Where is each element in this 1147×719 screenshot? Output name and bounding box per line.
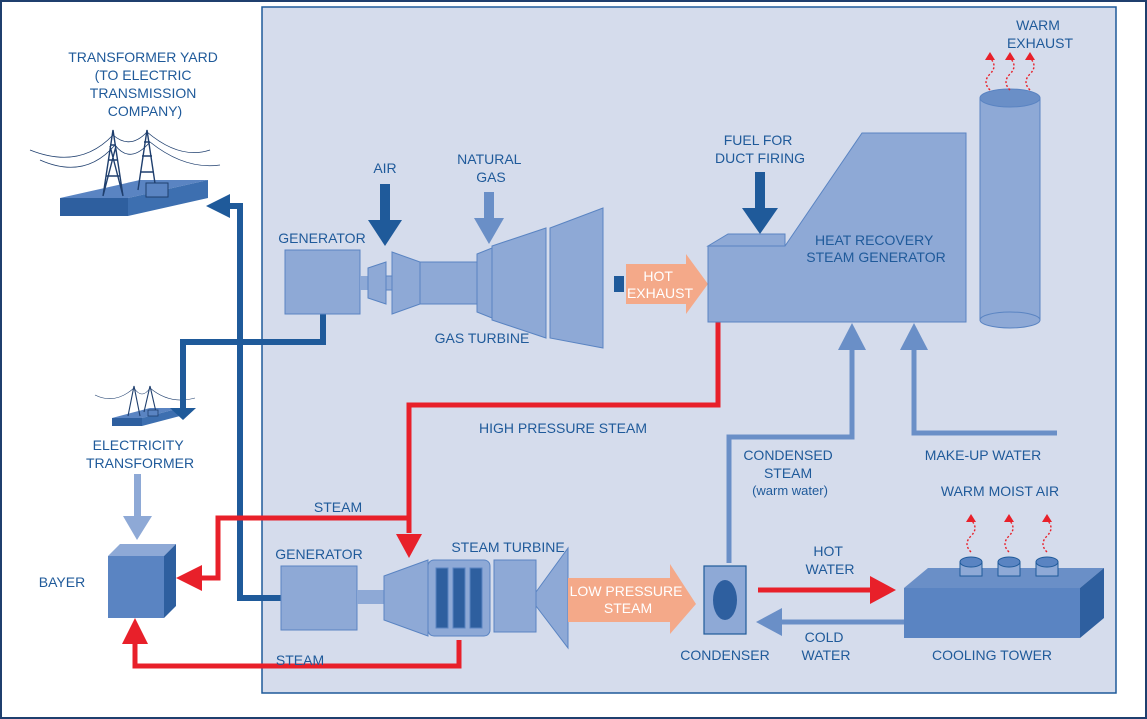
- heat-recovery-steam-generator: [706, 132, 967, 323]
- label-hot-exhaust: HOT EXHAUST: [627, 268, 694, 301]
- steam-turbine-generator: [280, 565, 384, 631]
- bayer-block: [108, 544, 176, 618]
- label-steam-turbine: STEAM TURBINE: [451, 539, 564, 555]
- arrow-steam-to-steam-turbine: [396, 534, 422, 558]
- label-cooling-tower: COOLING TOWER: [932, 647, 1052, 663]
- fuel-duct-firing-arrow: [742, 172, 778, 234]
- label-transformer-yard: TRANSFORMER YARD (TO ELECTRIC TRANSMISSI…: [68, 49, 222, 119]
- exhaust-stack: [979, 88, 1041, 329]
- arrow-condensed-to-hrsg: [838, 323, 866, 350]
- label-condenser: CONDENSER: [680, 647, 769, 663]
- label-bayer: BAYER: [39, 574, 85, 590]
- label-generator-top: GENERATOR: [278, 230, 365, 246]
- steam-lines: [132, 322, 872, 669]
- arrow-cold-water: [756, 608, 782, 636]
- arrow-steam-to-bayer-bottom: [122, 618, 148, 644]
- label-steam-bottom: STEAM: [276, 652, 324, 668]
- transformer-bayer-line: [134, 474, 141, 518]
- arrow-transformer-to-bayer: [123, 516, 152, 540]
- label-generator-bottom: GENERATOR: [275, 546, 362, 562]
- water-lines: [726, 340, 1057, 625]
- label-electricity-transformer: ELECTRICITY TRANSFORMER: [86, 437, 194, 471]
- label-low-pressure-steam: LOW PRESSURE STEAM: [570, 583, 687, 616]
- label-high-pressure-steam: HIGH PRESSURE STEAM: [479, 420, 647, 436]
- cooling-tower: [904, 556, 1104, 638]
- arrow-to-transformer-yard: [206, 194, 230, 218]
- gas-turbine-exhaust-stub: [614, 276, 624, 292]
- arrow-steam-to-bayer-top: [176, 565, 202, 591]
- gas-turbine-generator: [284, 249, 368, 315]
- low-pressure-steam-arrow: [568, 564, 696, 634]
- arrow-makeup-to-hrsg: [900, 323, 928, 350]
- natural-gas-arrow: [474, 192, 504, 244]
- label-steam-top: STEAM: [314, 499, 362, 515]
- label-cold-water: COLD WATER: [802, 629, 851, 663]
- arrow-hot-water: [870, 576, 896, 604]
- label-condensed-steam: CONDENSED STEAM (warm water): [743, 447, 836, 498]
- electric-lines: [180, 203, 326, 601]
- label-gas-turbine: GAS TURBINE: [435, 330, 530, 346]
- label-warm-moist-air: WARM MOIST AIR: [941, 483, 1059, 499]
- warm-exhaust-waves: [985, 57, 1035, 91]
- label-makeup-water: MAKE-UP WATER: [925, 447, 1041, 463]
- label-hot-water: HOT WATER: [806, 543, 855, 577]
- transformer-yard: [29, 129, 221, 216]
- electricity-transformer: [94, 385, 196, 426]
- label-warm-exhaust: WARM EXHAUST: [1007, 17, 1074, 51]
- warm-exhaust-wave-heads: [985, 52, 1035, 60]
- steam-turbine: [383, 546, 569, 650]
- hot-exhaust-arrow: [626, 254, 708, 314]
- label-fuel-duct-firing: FUEL FOR DUCT FIRING: [715, 132, 805, 166]
- air-arrow: [368, 184, 402, 246]
- label-natural-gas: NATURAL GAS: [457, 151, 525, 185]
- condenser: [703, 565, 747, 635]
- arrow-to-electricity-transformer: [170, 408, 196, 420]
- gas-turbine: [367, 207, 604, 349]
- label-hrsg: HEAT RECOVERY STEAM GENERATOR: [806, 232, 946, 265]
- warm-moist-air-wave-heads: [966, 514, 1052, 522]
- label-air: AIR: [373, 160, 396, 176]
- warm-moist-air-waves: [966, 519, 1052, 553]
